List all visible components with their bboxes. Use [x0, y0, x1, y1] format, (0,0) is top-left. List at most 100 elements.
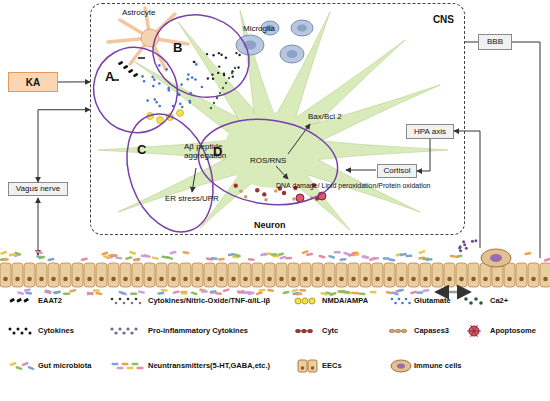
microbe-rod [343, 290, 350, 293]
cell-nucleus [3, 277, 8, 282]
epithelial-cell [132, 263, 143, 287]
cell-nucleus [351, 277, 356, 282]
caspase-blob [274, 189, 278, 193]
calcium-dot [464, 297, 468, 301]
cytokine-dot [207, 77, 209, 79]
legend-icon [298, 360, 317, 372]
immune-signal-dot [471, 240, 474, 243]
legend-icon [391, 298, 411, 305]
cell-nucleus [311, 366, 315, 370]
eec-cell [308, 360, 317, 372]
legend-text: Apoptosome [490, 326, 536, 336]
microbe-rod [361, 255, 368, 259]
gut-microbiota [0, 250, 550, 297]
cell-nucleus [87, 277, 92, 282]
glutamate-dot [181, 106, 184, 109]
microbe-rod [161, 255, 168, 259]
glutamate-dot [143, 80, 146, 83]
epithelial-cell [168, 263, 179, 287]
legend-text: Pro-inflammatory Cytokines [148, 326, 248, 336]
process-label: DNA damage/ Lipid peroxidation/Protein o… [276, 181, 431, 190]
microglia-nucleus [287, 50, 298, 58]
microbe-rod [370, 291, 377, 294]
microbe-rod [270, 253, 277, 256]
microbe-rod [138, 290, 145, 294]
eaat2-symbol [128, 69, 134, 74]
epithelial-cell [360, 263, 371, 287]
glutamate-dot [401, 302, 404, 305]
microbe-rod [348, 253, 355, 257]
cell-nucleus [195, 277, 200, 282]
cell-nucleus [303, 277, 308, 282]
legend-text: Ca2+ [490, 296, 508, 306]
microbe-rod [339, 258, 346, 261]
cytokine-dot [212, 54, 214, 56]
apoptosome-spoke [471, 331, 475, 337]
cell-nucleus [219, 277, 224, 282]
glutamate-dot [186, 78, 189, 81]
microbe-rod [141, 254, 148, 257]
region-label: CNS [433, 14, 454, 25]
microglia-body [291, 20, 313, 36]
microbe-rod [35, 250, 42, 254]
pathway-arrow [288, 124, 310, 154]
microglia-signal [225, 82, 227, 84]
glutamate-dot [141, 75, 144, 78]
cell-nucleus [339, 277, 344, 282]
microbe-rod [24, 288, 31, 292]
proinflammatory-dot [130, 331, 133, 334]
epithelial-cell [504, 263, 515, 287]
cytokine-dot [218, 65, 220, 67]
epithelial-cell [324, 263, 335, 287]
microbe-rod [369, 257, 376, 262]
process-box: Cortisol [377, 164, 417, 178]
epithelial-cell [420, 263, 431, 287]
microbe-rod [318, 254, 325, 258]
microglia-signal [219, 92, 221, 94]
glutamate-dot [155, 101, 158, 104]
process-label: ROS/RNS [250, 156, 286, 165]
proinflammatory-dot [118, 327, 121, 330]
legend-icon [389, 329, 407, 333]
microbe-rod [211, 257, 218, 260]
epithelial-cell [60, 263, 71, 287]
legend-icon [111, 298, 142, 305]
epithelial-cell [252, 263, 263, 287]
glutamate-dot [158, 82, 161, 85]
epithelial-cell [108, 263, 119, 287]
microbe-rod [21, 362, 28, 367]
microglia-cells [236, 20, 313, 63]
caspase-blob [401, 329, 407, 333]
receptor-symbol [302, 298, 308, 304]
cytc-blob [233, 183, 237, 187]
legend-icon [464, 297, 483, 305]
microbe-rod [181, 292, 188, 295]
calcium-dot [474, 297, 478, 301]
cytokine-dot [225, 56, 227, 58]
microbe-rod [172, 290, 179, 294]
glutamate-dot [165, 68, 168, 71]
cytc-blob [307, 329, 313, 333]
cytokine-no-dot [111, 298, 114, 301]
cell-nucleus [447, 277, 452, 282]
cytokine-dot [17, 328, 20, 331]
glutamate-dot [146, 99, 149, 102]
microbe-rod [215, 292, 222, 295]
legend-text: EECs [322, 361, 342, 371]
epithelial-cell [468, 263, 479, 287]
microbe-rod [425, 258, 432, 261]
glutamate-dot [167, 87, 170, 90]
proinflammatory-dot [134, 327, 137, 330]
microbe-rod [418, 250, 425, 255]
apoptosome-spoke [471, 325, 475, 331]
immune-cell [458, 239, 511, 267]
immune-signal-dot [458, 247, 461, 250]
microbe-rod [410, 290, 417, 294]
cns-region: CNSABCDHPA axisCortisol [90, 3, 465, 235]
microbe-rod [449, 255, 456, 259]
apoptosome-symbol [296, 194, 304, 202]
connector-arrow [38, 110, 90, 182]
cytokine-dot [21, 332, 24, 335]
cytc-blob [262, 192, 266, 196]
